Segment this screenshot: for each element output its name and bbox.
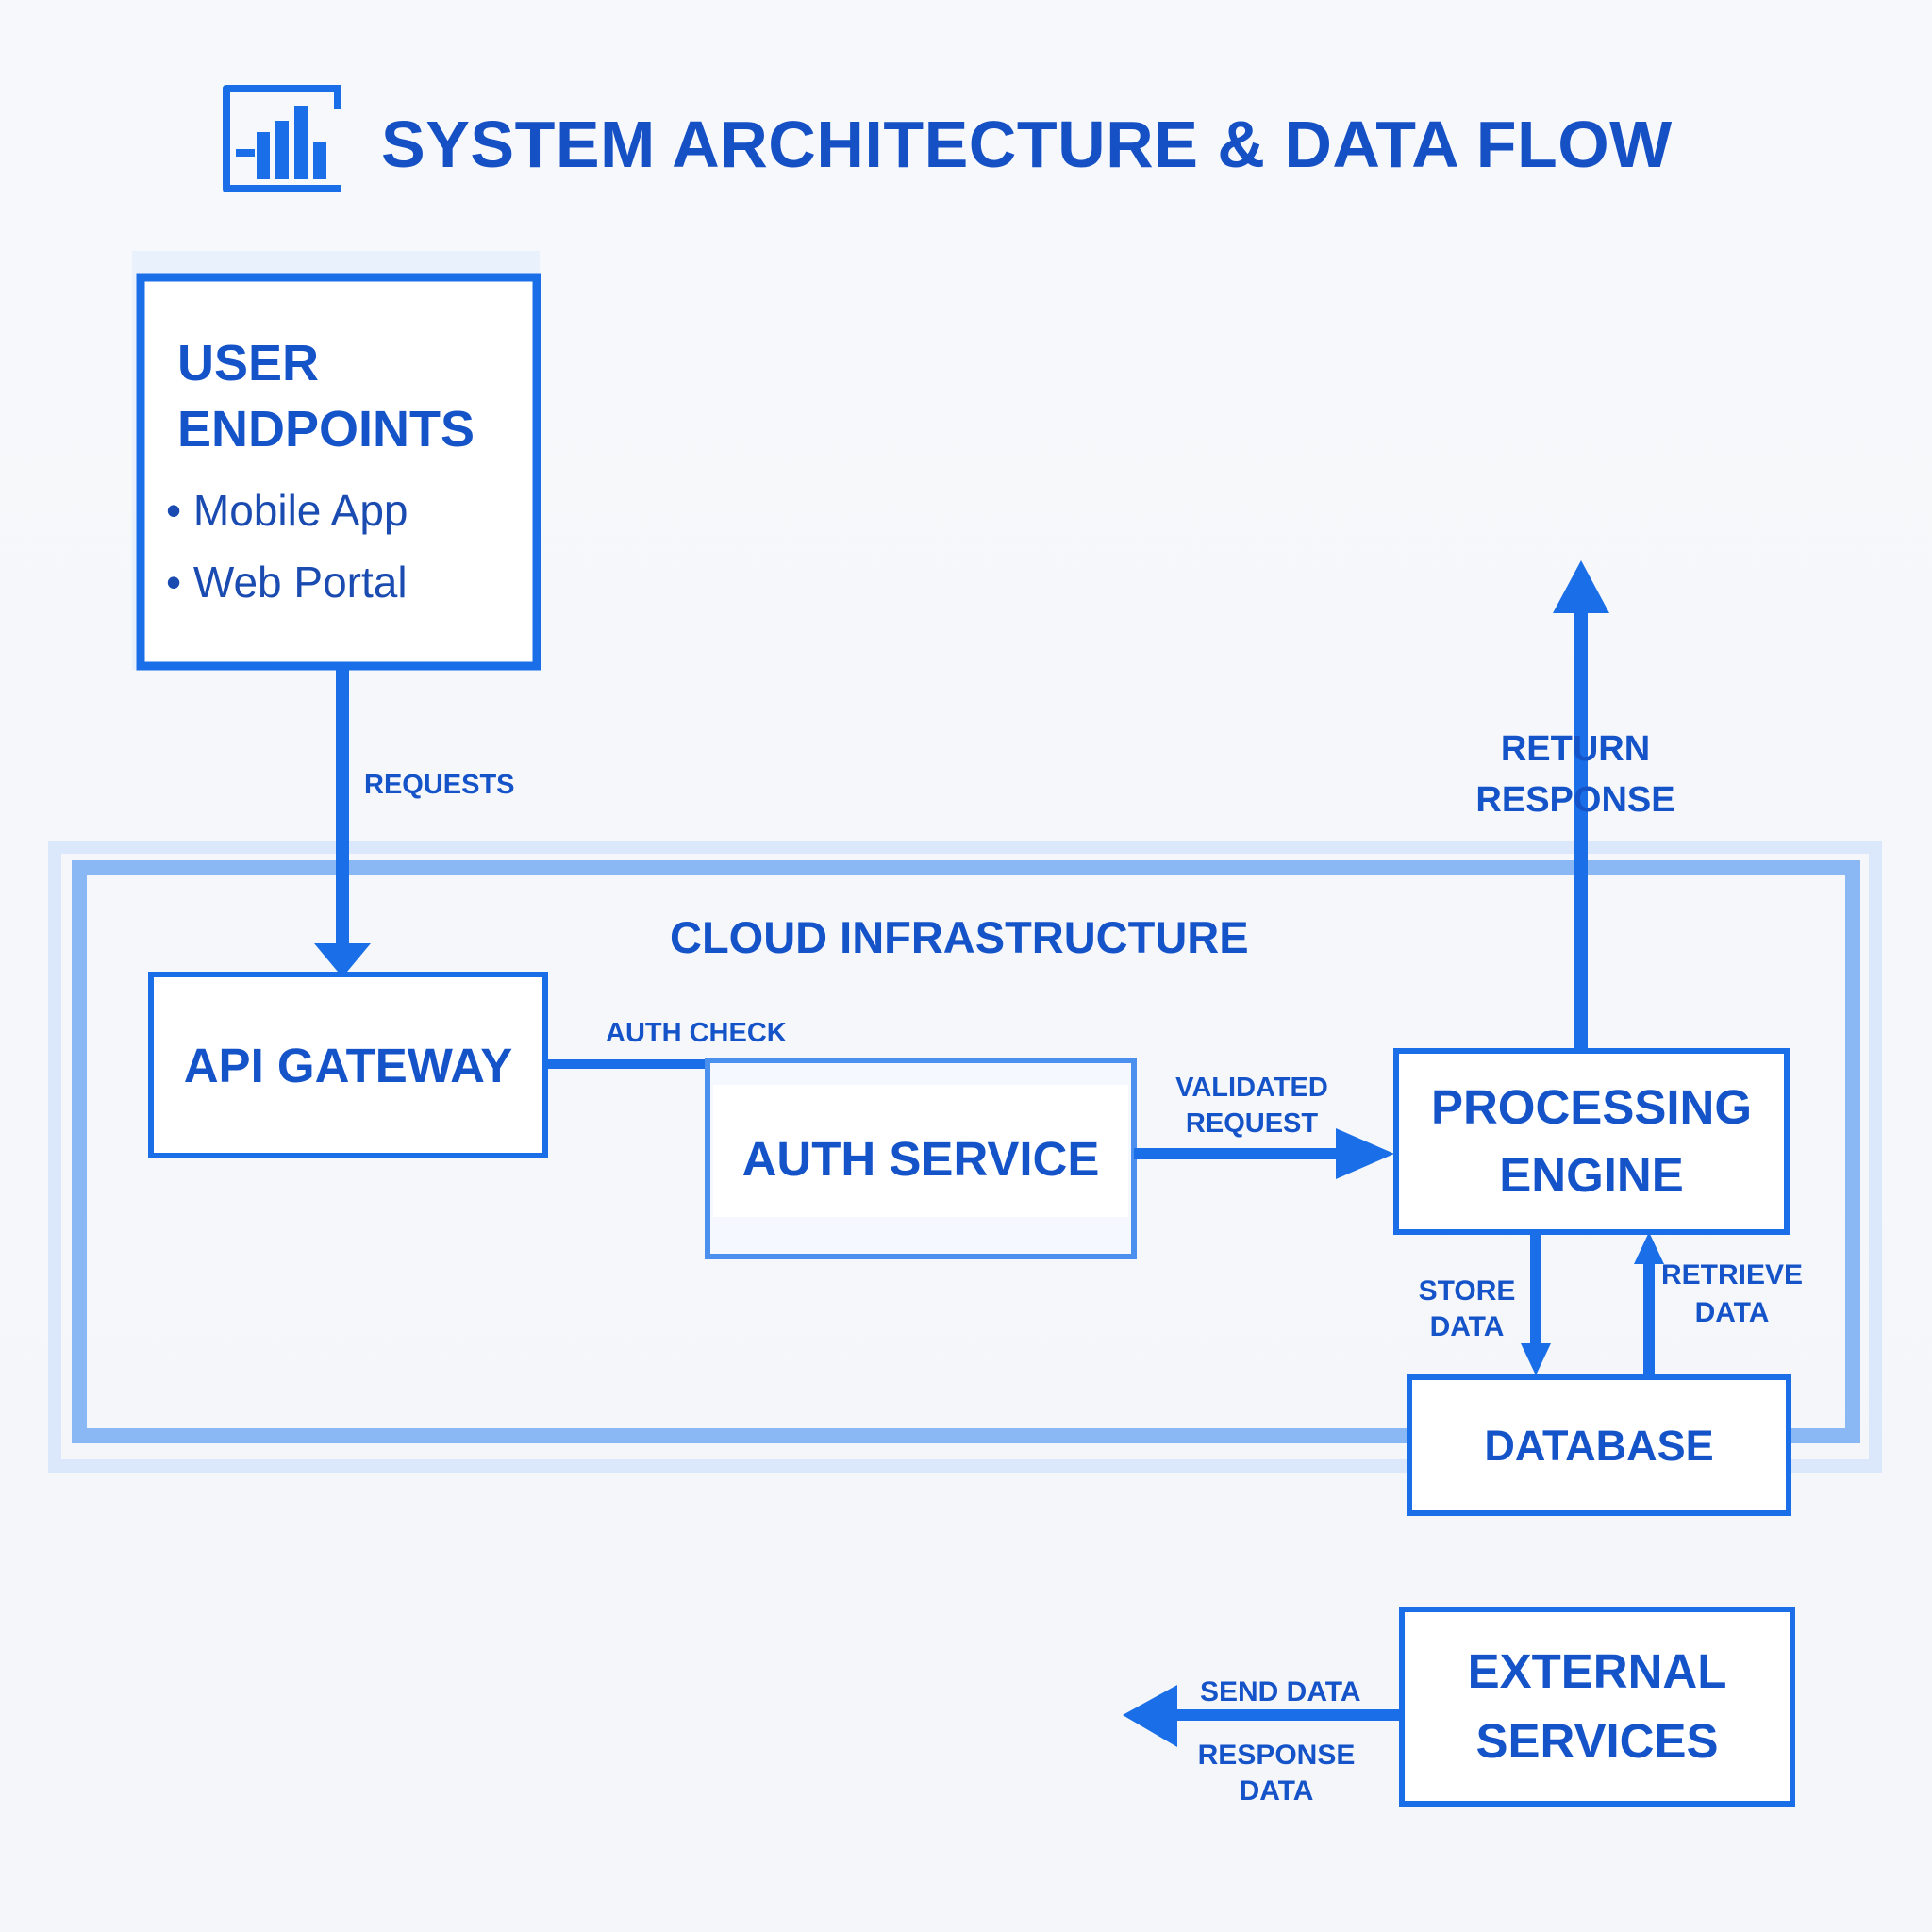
database-box[interactable] xyxy=(1407,1374,1791,1516)
response-data-label-line2: DATA xyxy=(1239,1775,1314,1807)
store-data-label-wrap: STORE DATA xyxy=(1406,1270,1528,1349)
auth-check-label: AUTH CHECK xyxy=(606,1018,787,1048)
retrieve-data-arrow xyxy=(1634,1232,1664,1375)
auth-check-arrow xyxy=(545,1059,708,1069)
user-endpoints-box[interactable] xyxy=(132,251,541,671)
cloud-infrastructure-container xyxy=(48,841,1882,1473)
api-gateway-label-wrap: API GATEWAY xyxy=(151,974,545,1156)
external-services-label-wrap: EXTERNAL SERVICES xyxy=(1402,1609,1792,1804)
external-services-label-line2: SERVICES xyxy=(1475,1714,1719,1768)
retrieve-data-label-line1: RETRIEVE xyxy=(1660,1259,1804,1291)
processing-engine-label-line2: ENGINE xyxy=(1499,1148,1684,1202)
bar-chart-document-icon xyxy=(223,85,341,192)
cloud-infrastructure-label: CLOUD INFRASTRUCTURE xyxy=(670,912,1249,962)
response-data-label-line1: RESPONSE xyxy=(1197,1740,1356,1771)
return-response-arrow xyxy=(1553,560,1609,1051)
api-gateway-label: API GATEWAY xyxy=(183,1038,513,1092)
retrieve-data-label-wrap: RETRIEVE DATA xyxy=(1657,1255,1807,1334)
api-gateway-box[interactable] xyxy=(148,972,548,1158)
validated-request-label-line2: REQUEST xyxy=(1185,1108,1319,1139)
endpoint-item-web-portal: • Web Portal xyxy=(166,558,408,607)
page-title: SYSTEM ARCHITECTURE & DATA FLOW xyxy=(381,108,1673,181)
external-services-box[interactable] xyxy=(1399,1607,1795,1807)
processing-engine-label-wrap: PROCESSING ENGINE xyxy=(1396,1051,1787,1232)
requests-label: REQUESTS xyxy=(364,770,515,800)
validated-request-label-wrap: VALIDATED REQUEST xyxy=(1153,1068,1351,1143)
database-label-wrap: DATABASE xyxy=(1409,1377,1789,1513)
processing-engine-label-line1: PROCESSING xyxy=(1430,1080,1753,1134)
validated-request-arrow xyxy=(1134,1128,1394,1179)
auth-service-label: AUTH SERVICE xyxy=(741,1131,1100,1186)
return-response-label-line2: RESPONSE xyxy=(1475,780,1675,820)
user-endpoints-title-line2: ENDPOINTS xyxy=(177,401,475,458)
auth-service-label-wrap: AUTH SERVICE xyxy=(708,1060,1134,1257)
user-endpoints-title-line1: USER xyxy=(177,335,320,391)
send-data-arrow xyxy=(1123,1685,1402,1747)
send-data-label: SEND DATA xyxy=(1200,1676,1361,1707)
endpoint-item-mobile-app: • Mobile App xyxy=(166,486,408,535)
return-response-label-line1: RETURN xyxy=(1500,729,1651,769)
validated-request-label-line1: VALIDATED xyxy=(1175,1073,1328,1103)
retrieve-data-label-line2: DATA xyxy=(1694,1297,1770,1328)
store-data-arrow xyxy=(1521,1232,1551,1375)
response-data-label-wrap: RESPONSE DATA xyxy=(1187,1736,1366,1811)
return-response-label-wrap: RETURN RESPONSE xyxy=(1462,723,1689,826)
external-services-label-line1: EXTERNAL xyxy=(1467,1644,1727,1698)
store-data-label-line1: STORE xyxy=(1418,1275,1516,1307)
processing-engine-box[interactable] xyxy=(1393,1048,1790,1235)
database-label: DATABASE xyxy=(1484,1421,1714,1470)
requests-arrow xyxy=(314,668,371,977)
store-data-label-line2: DATA xyxy=(1429,1311,1505,1342)
